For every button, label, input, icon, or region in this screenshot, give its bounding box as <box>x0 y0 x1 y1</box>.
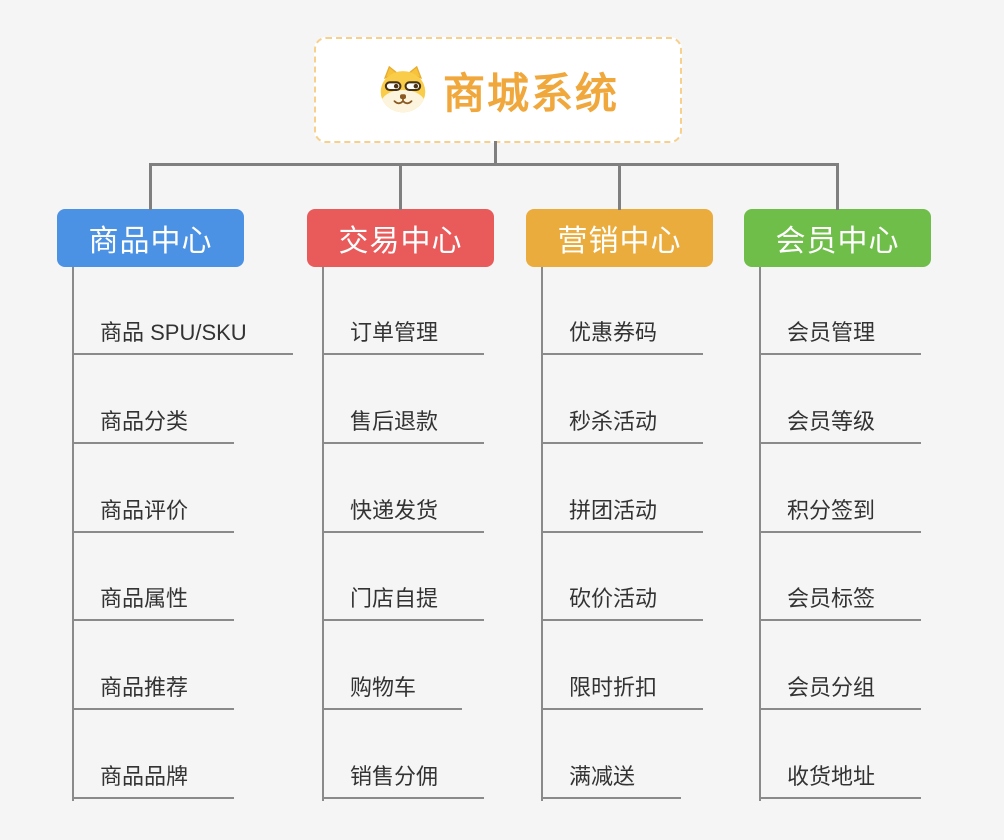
leaf-node[interactable]: 会员管理 <box>759 320 922 355</box>
leaf-node[interactable]: 优惠券码 <box>541 320 704 355</box>
leaf-node[interactable]: 限时折扣 <box>541 675 704 710</box>
branch-column-0: 商品中心商品 SPU/SKU 商品分类商品评价商品属性商品推荐商品品牌 <box>57 209 319 812</box>
branch-column-2: 营销中心优惠券码秒杀活动拼团活动砍价活动限时折扣满减送 <box>526 209 788 812</box>
leaf-node[interactable]: 销售分佣 <box>322 764 485 799</box>
branch-items-2: 优惠券码秒杀活动拼团活动砍价活动限时折扣满减送 <box>526 267 788 812</box>
leaf-node[interactable]: 商品推荐 <box>72 675 235 710</box>
leaf-node[interactable]: 会员等级 <box>759 409 922 444</box>
connector-branch-drop <box>399 163 402 210</box>
branch-node-3[interactable]: 会员中心 <box>744 209 931 267</box>
connector-bus <box>149 163 839 166</box>
leaf-node[interactable]: 快递发货 <box>322 498 485 533</box>
leaf-node[interactable]: 秒杀活动 <box>541 409 704 444</box>
root-node[interactable]: 商城系统 <box>314 37 682 143</box>
connector-column-line <box>72 267 74 801</box>
leaf-node[interactable]: 收货地址 <box>759 764 922 799</box>
branch-items-3: 会员管理会员等级积分签到会员标签会员分组收货地址 <box>744 267 1004 812</box>
leaf-node[interactable]: 购物车 <box>322 675 463 710</box>
leaf-node[interactable]: 商品属性 <box>72 586 235 621</box>
dog-mascot-icon <box>380 66 426 113</box>
branch-items-1: 订单管理售后退款快递发货门店自提购物车销售分佣 <box>307 267 569 812</box>
branch-column-3: 会员中心会员管理会员等级积分签到会员标签会员分组收货地址 <box>744 209 1004 812</box>
branch-column-1: 交易中心订单管理售后退款快递发货门店自提购物车销售分佣 <box>307 209 569 812</box>
leaf-node[interactable]: 会员分组 <box>759 675 922 710</box>
connector-branch-drop <box>836 163 839 210</box>
connector-branch-drop <box>618 163 621 210</box>
connector-column-line <box>322 267 324 801</box>
root-title: 商城系统 <box>442 69 619 117</box>
branch-node-1[interactable]: 交易中心 <box>307 209 494 267</box>
connector-root-stub <box>494 141 497 166</box>
leaf-node[interactable]: 商品分类 <box>72 409 235 444</box>
leaf-node[interactable]: 积分签到 <box>759 498 922 533</box>
connector-column-line <box>759 267 761 801</box>
branch-items-0: 商品 SPU/SKU 商品分类商品评价商品属性商品推荐商品品牌 <box>57 267 319 812</box>
leaf-node[interactable]: 满减送 <box>541 764 682 799</box>
leaf-node[interactable]: 订单管理 <box>322 320 485 355</box>
branch-node-0[interactable]: 商品中心 <box>57 209 244 267</box>
leaf-node[interactable]: 拼团活动 <box>541 498 704 533</box>
leaf-node[interactable]: 商品品牌 <box>72 764 235 799</box>
branch-node-2[interactable]: 营销中心 <box>526 209 713 267</box>
connector-branch-drop <box>149 163 152 210</box>
connector-column-line <box>541 267 543 801</box>
leaf-node[interactable]: 商品 SPU/SKU <box>72 320 293 355</box>
leaf-node[interactable]: 门店自提 <box>322 586 485 621</box>
leaf-node[interactable]: 售后退款 <box>322 409 485 444</box>
leaf-node[interactable]: 商品评价 <box>72 498 235 533</box>
leaf-node[interactable]: 会员标签 <box>759 586 922 621</box>
leaf-node[interactable]: 砍价活动 <box>541 586 704 621</box>
